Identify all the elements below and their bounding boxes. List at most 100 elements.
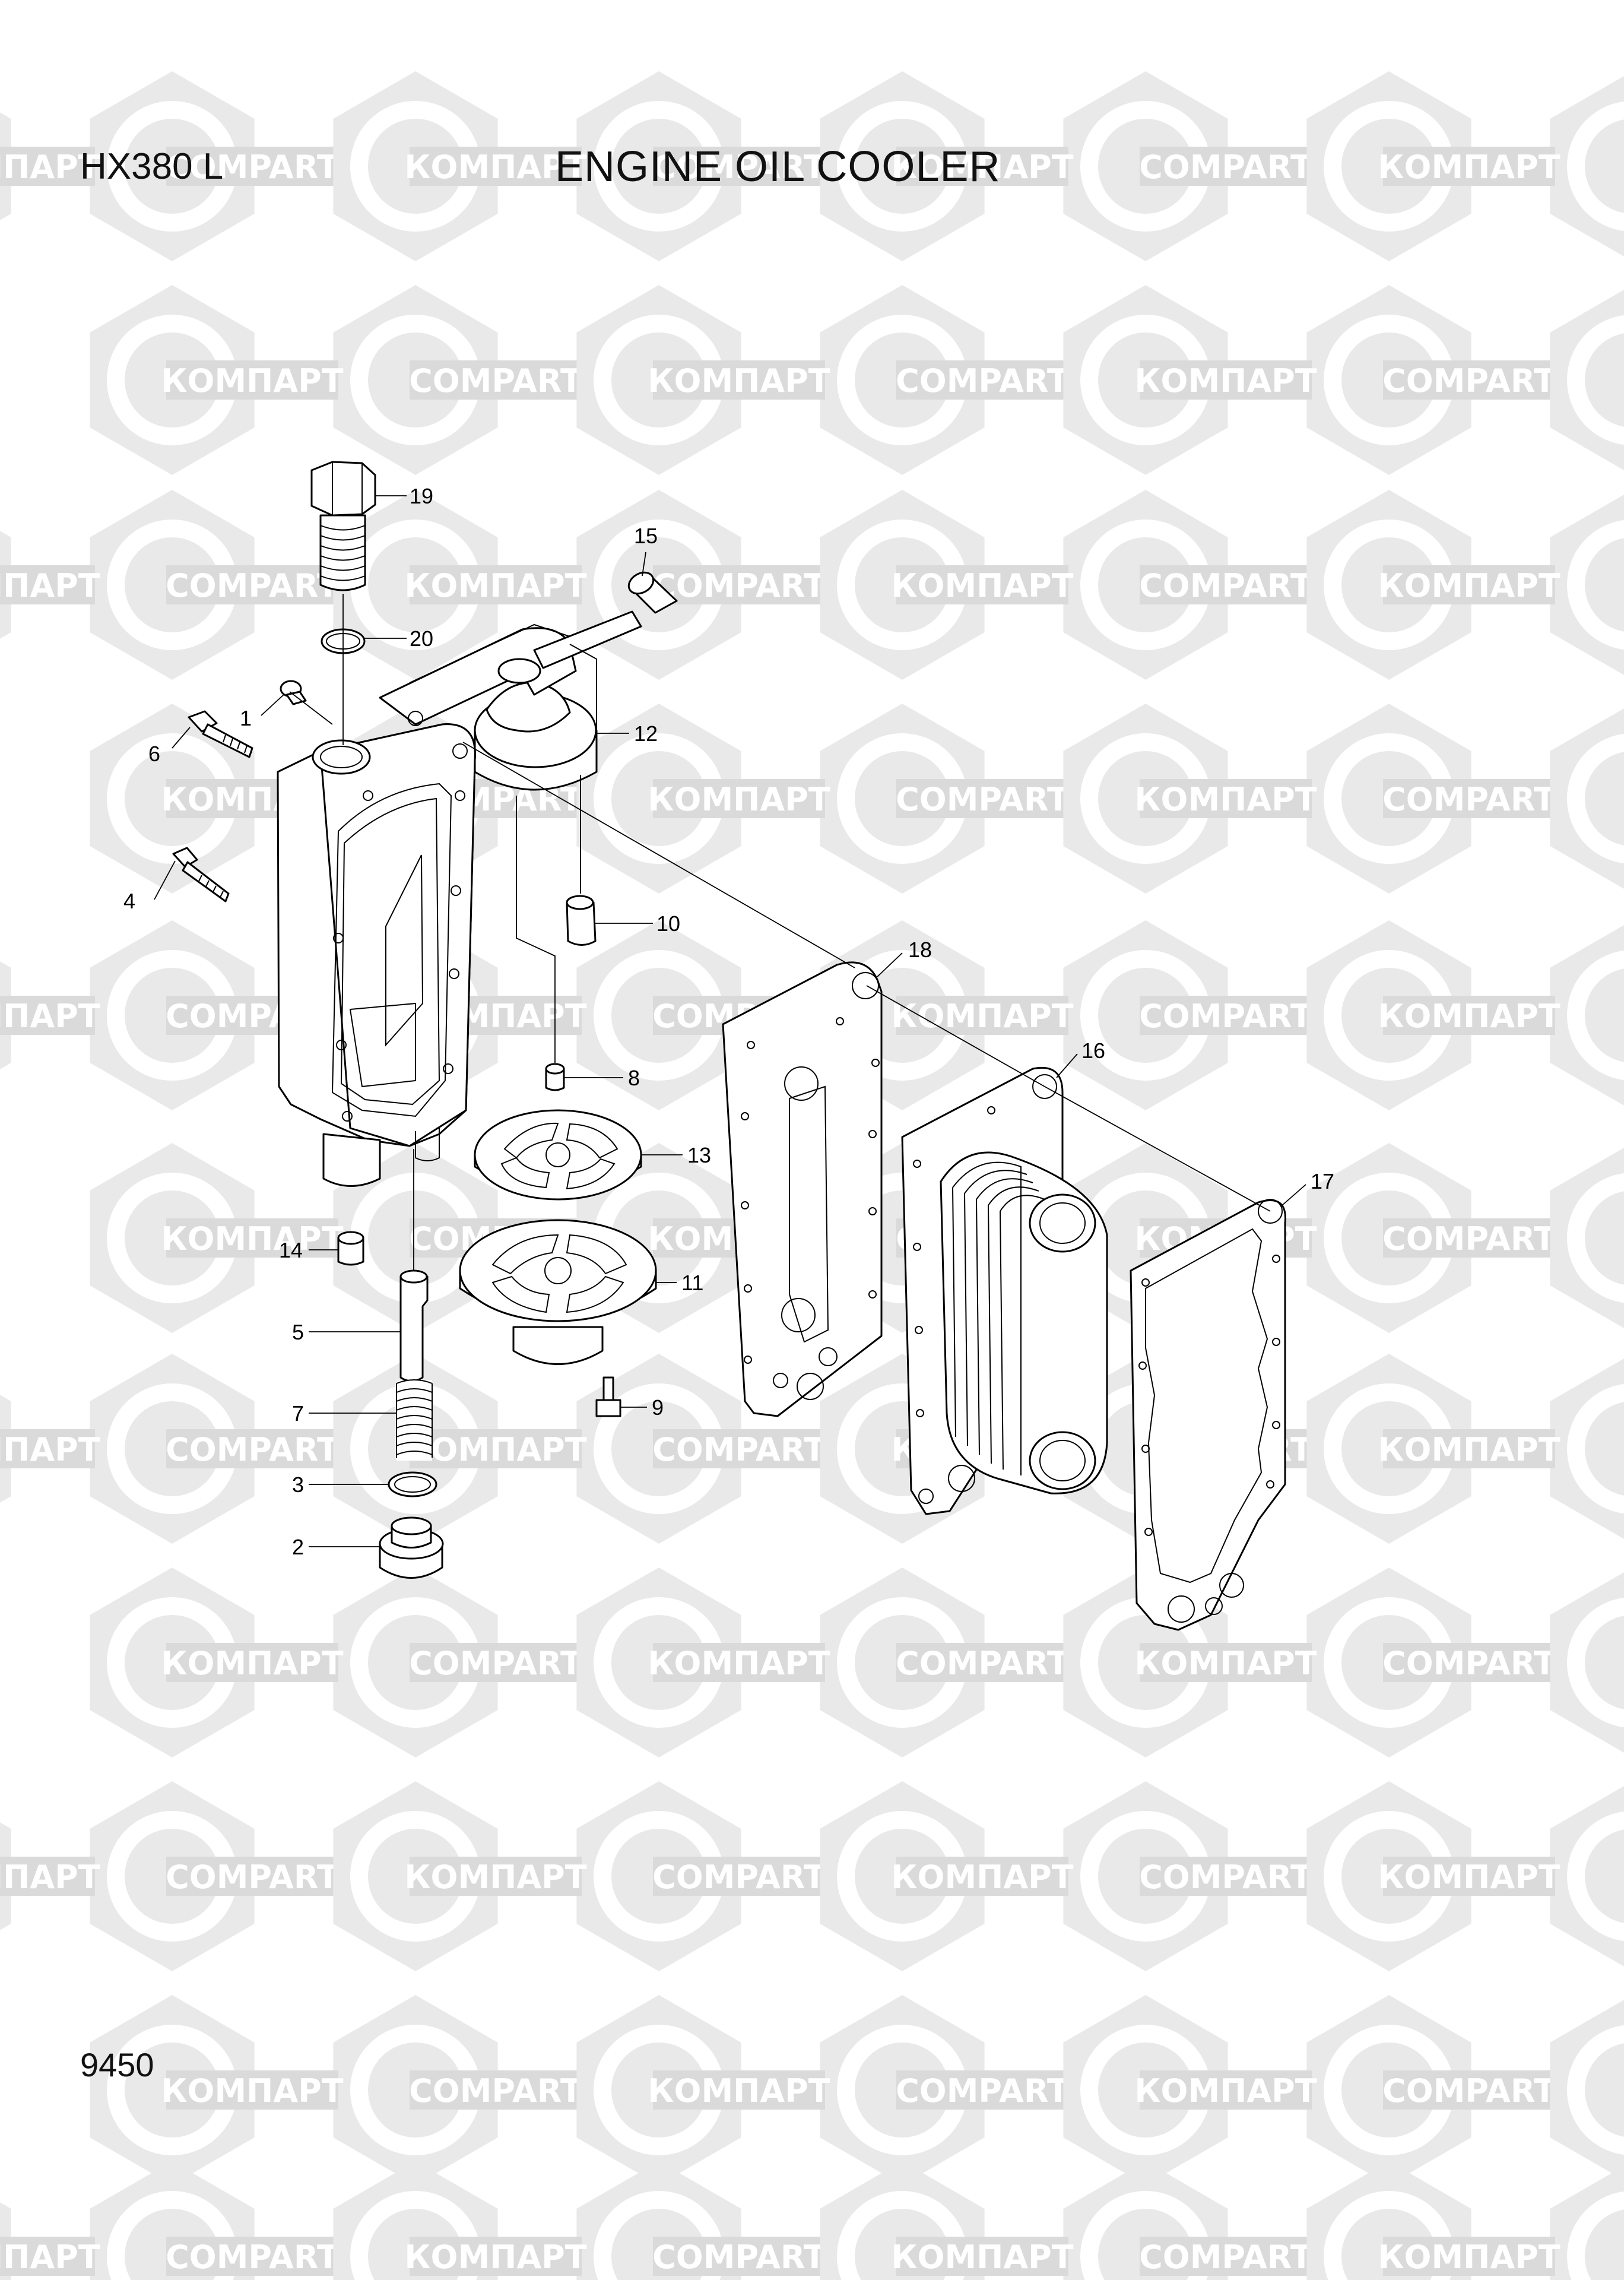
watermark-ring (1567, 315, 1624, 445)
watermark-band (410, 1643, 582, 1682)
watermark-band (1140, 147, 1312, 186)
watermark-text: КОМПАРТ (0, 998, 100, 1035)
watermark-text: COMPART (409, 362, 582, 400)
watermark-band (1383, 1857, 1555, 1896)
watermark-band (410, 2237, 582, 2276)
watermark-text: COMPART (652, 1858, 826, 1896)
callout-16: 16 (1081, 1038, 1105, 1063)
watermark-band (1383, 2237, 1555, 2276)
watermark-text: COMPART (896, 362, 1069, 400)
watermark-band (410, 1429, 582, 1468)
watermark-band (166, 1218, 338, 1258)
watermark-band (1140, 1857, 1312, 1896)
watermark-band (166, 565, 338, 604)
watermark-text: КОМПАРТ (891, 2238, 1073, 2276)
watermark-ring (1567, 1173, 1624, 1303)
part-7-spring (396, 1379, 433, 1461)
watermark-text: COMPART (896, 781, 1069, 818)
callout-20: 20 (410, 626, 433, 651)
watermark-ring (1567, 2191, 1624, 2280)
watermark-text: КОМПАРТ (1621, 781, 1624, 818)
watermark-text: COMPART (166, 567, 339, 604)
watermark-band (1140, 1643, 1312, 1682)
watermark-ring (1567, 520, 1624, 650)
leader-lines (154, 495, 1306, 1547)
watermark-band (1383, 1429, 1555, 1468)
watermark-text: КОМПАРТ (1621, 1220, 1624, 1258)
watermark-band (166, 360, 338, 400)
watermark-band (896, 2070, 1068, 2110)
watermark-text: КОМПАРТ (0, 567, 100, 604)
part-2-plug (379, 1516, 444, 1579)
watermark-text: КОМПАРТ (0, 1431, 100, 1468)
watermark-band (1383, 996, 1555, 1035)
watermark-band (166, 1857, 338, 1896)
watermark-ring (1567, 733, 1624, 864)
callout-1: 1 (240, 706, 252, 730)
watermark-band (1383, 779, 1555, 818)
watermark-band (653, 1857, 825, 1896)
watermark-text: COMPART (1139, 567, 1312, 604)
watermark-band (896, 1857, 1068, 1896)
watermark-band (896, 1643, 1068, 1682)
watermark-band (1383, 565, 1555, 604)
watermark-text: КОМПАРТ (161, 1645, 343, 1682)
watermark-text: КОМПАРТ (1621, 362, 1624, 400)
watermark-band (166, 147, 338, 186)
callout-18: 18 (908, 938, 932, 962)
watermark-ring (1567, 950, 1624, 1081)
part-13-valve-plate (474, 1109, 642, 1201)
part-10-sleeve (566, 895, 597, 946)
watermark-band (410, 147, 582, 186)
watermark-band (166, 1643, 338, 1682)
callout-6: 6 (148, 742, 160, 766)
oil-cooler-cover (277, 711, 476, 1187)
part-1-screw (280, 680, 307, 705)
callout-4: 4 (123, 889, 135, 913)
watermark-text: КОМПАРТ (1378, 567, 1560, 604)
watermark-ring (1567, 1383, 1624, 1514)
watermark-text: КОМПАРТ (1134, 1645, 1317, 1682)
part-9-bolt (595, 1376, 621, 1417)
watermark-text: КОМПАРТ (1378, 1858, 1560, 1896)
watermark-text: COMPART (166, 1858, 339, 1896)
watermark-text: КОМПАРТ (891, 567, 1073, 604)
watermark-band (0, 147, 95, 186)
watermark-band (1140, 2070, 1312, 2110)
watermark-band (410, 1857, 582, 1896)
watermark-text: КОМПАРТ (1621, 1645, 1624, 1682)
watermark-band (896, 2237, 1068, 2276)
watermark-band (1383, 1218, 1555, 1258)
callout-12: 12 (634, 721, 658, 746)
watermark-text: COMPART (1139, 2238, 1312, 2276)
watermark-text: КОМПАРТ (0, 1858, 100, 1896)
watermark-text: COMPART (652, 1431, 826, 1468)
watermark-text: COMPART (652, 148, 826, 186)
watermark-band (653, 147, 825, 186)
watermark-band (896, 147, 1068, 186)
watermark-text: КОМПАРТ (404, 2238, 586, 2276)
part-8-pin (545, 1063, 565, 1091)
watermark-text: КОМПАРТ (404, 1858, 586, 1896)
watermark-text: COMPART (166, 2238, 339, 2276)
watermark-band (896, 360, 1068, 400)
watermark-band (1383, 147, 1555, 186)
watermark-band (1383, 360, 1555, 400)
watermark-text: КОМПАРТ (648, 362, 830, 400)
watermark-band (0, 565, 95, 604)
watermark-text: КОМПАРТ (161, 2072, 343, 2110)
watermark-band (896, 779, 1068, 818)
callout-8: 8 (628, 1066, 640, 1090)
watermark-band (166, 1429, 338, 1468)
watermark-text: COMPART (166, 1431, 339, 1468)
watermark-text: COMPART (1139, 1858, 1312, 1896)
callout-19: 19 (410, 484, 433, 508)
watermark-text: КОМПАРТ (1378, 148, 1560, 186)
part-4-stud (172, 847, 230, 902)
watermark-text: COMPART (166, 148, 339, 186)
watermark-text: КОМПАРТ (404, 567, 586, 604)
watermark-ring (1567, 1597, 1624, 1728)
part-14-plug (337, 1231, 364, 1266)
part-17-gasket (1130, 1199, 1286, 1631)
